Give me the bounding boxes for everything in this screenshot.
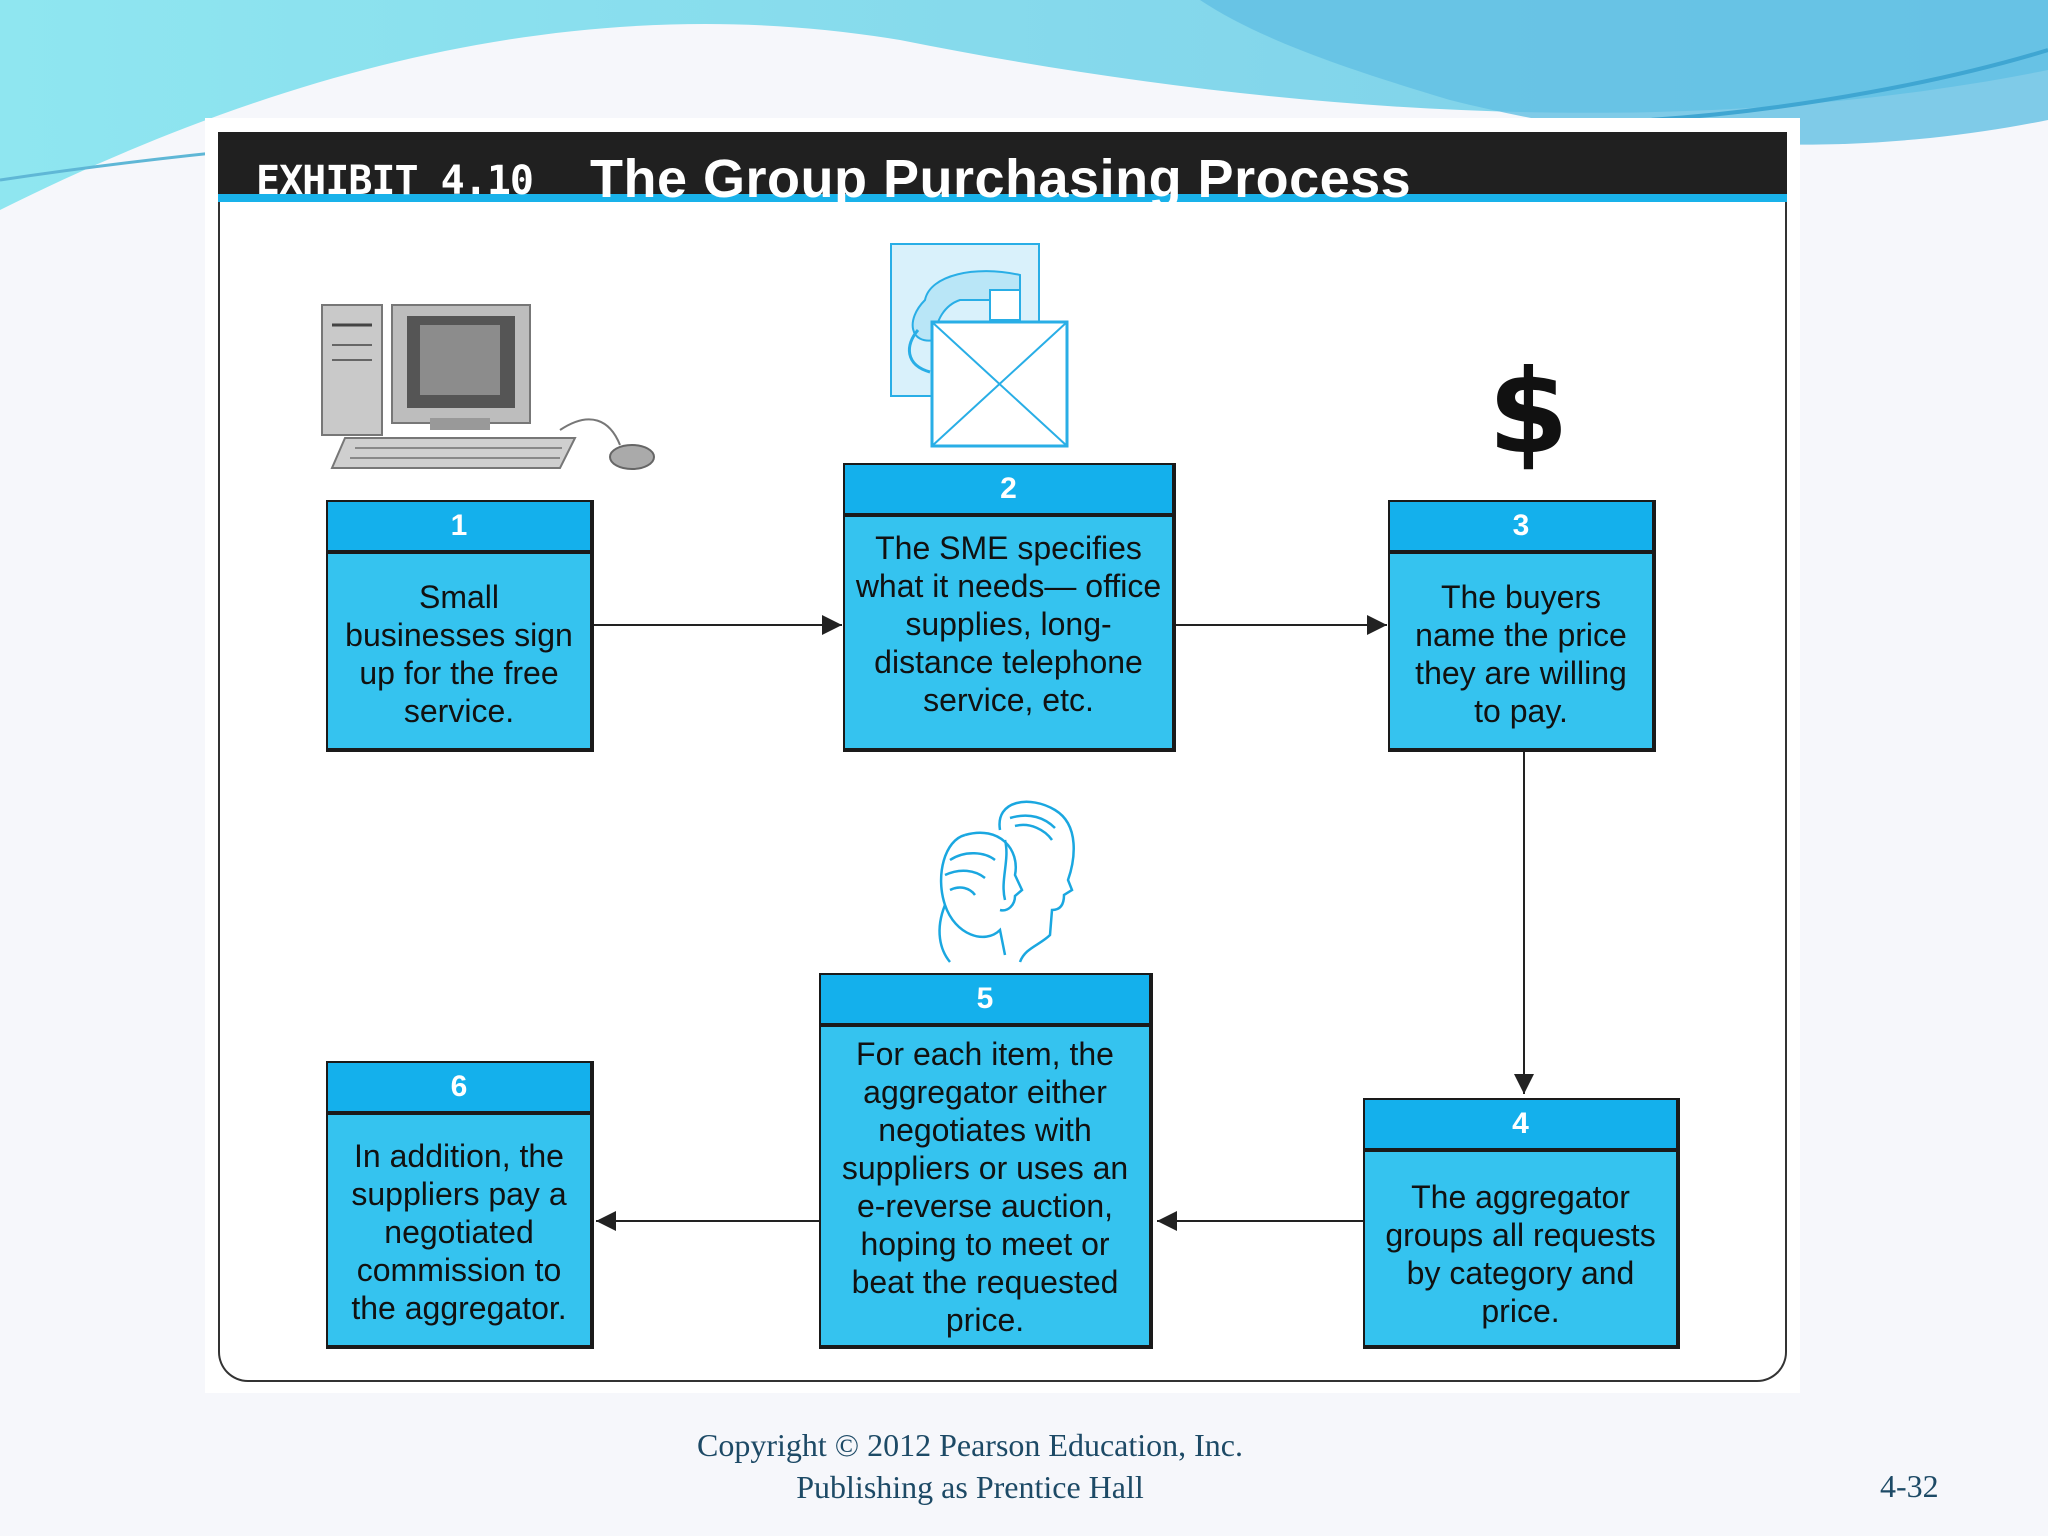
- step-box-6: 6 In addition, the suppliers pay a negot…: [326, 1061, 594, 1349]
- step-box-3: 3 The buyers name the price they are wil…: [1388, 500, 1656, 752]
- step-box-2: 2 The SME specifies what it needs— offic…: [843, 463, 1176, 752]
- step-number-3: 3: [1390, 502, 1652, 554]
- exhibit-frame: [218, 132, 1787, 1382]
- exhibit-title: The Group Purchasing Process: [590, 149, 1412, 209]
- slide-number: 4-32: [1880, 1468, 1939, 1504]
- step-number-4: 4: [1365, 1100, 1676, 1152]
- copyright-line-1: Copyright © 2012 Pearson Education, Inc.: [697, 1427, 1243, 1463]
- exhibit-number: EXHIBIT 4.10: [256, 158, 534, 204]
- step-number-6: 6: [328, 1063, 590, 1115]
- step-text-1: Small businesses sign up for the free se…: [345, 579, 573, 729]
- copyright-footer: Copyright © 2012 Pearson Education, Inc.…: [560, 1424, 1380, 1508]
- step-box-1: 1 Small businesses sign up for the free …: [326, 500, 594, 752]
- step-number-2: 2: [845, 465, 1172, 517]
- dollar-sign-icon: $: [1488, 345, 1569, 480]
- step-text-5: For each item, the aggregator either neg…: [841, 1036, 1129, 1338]
- exhibit-header: EXHIBIT 4.10 The Group Purchasing Proces…: [218, 132, 1787, 209]
- step-text-2: The SME specifies what it needs— office …: [855, 530, 1162, 718]
- step-box-5: 5 For each item, the aggregator either n…: [819, 973, 1153, 1349]
- step-number-1: 1: [328, 502, 590, 554]
- step-text-4: The aggregator groups all requests by ca…: [1385, 1179, 1656, 1329]
- step-text-3: The buyers name the price they are willi…: [1415, 579, 1627, 729]
- step-number-5: 5: [821, 975, 1149, 1027]
- step-text-6: In addition, the suppliers pay a negotia…: [351, 1138, 567, 1326]
- copyright-line-2: Publishing as Prentice Hall: [796, 1469, 1144, 1505]
- step-box-4: 4 The aggregator groups all requests by …: [1363, 1098, 1680, 1349]
